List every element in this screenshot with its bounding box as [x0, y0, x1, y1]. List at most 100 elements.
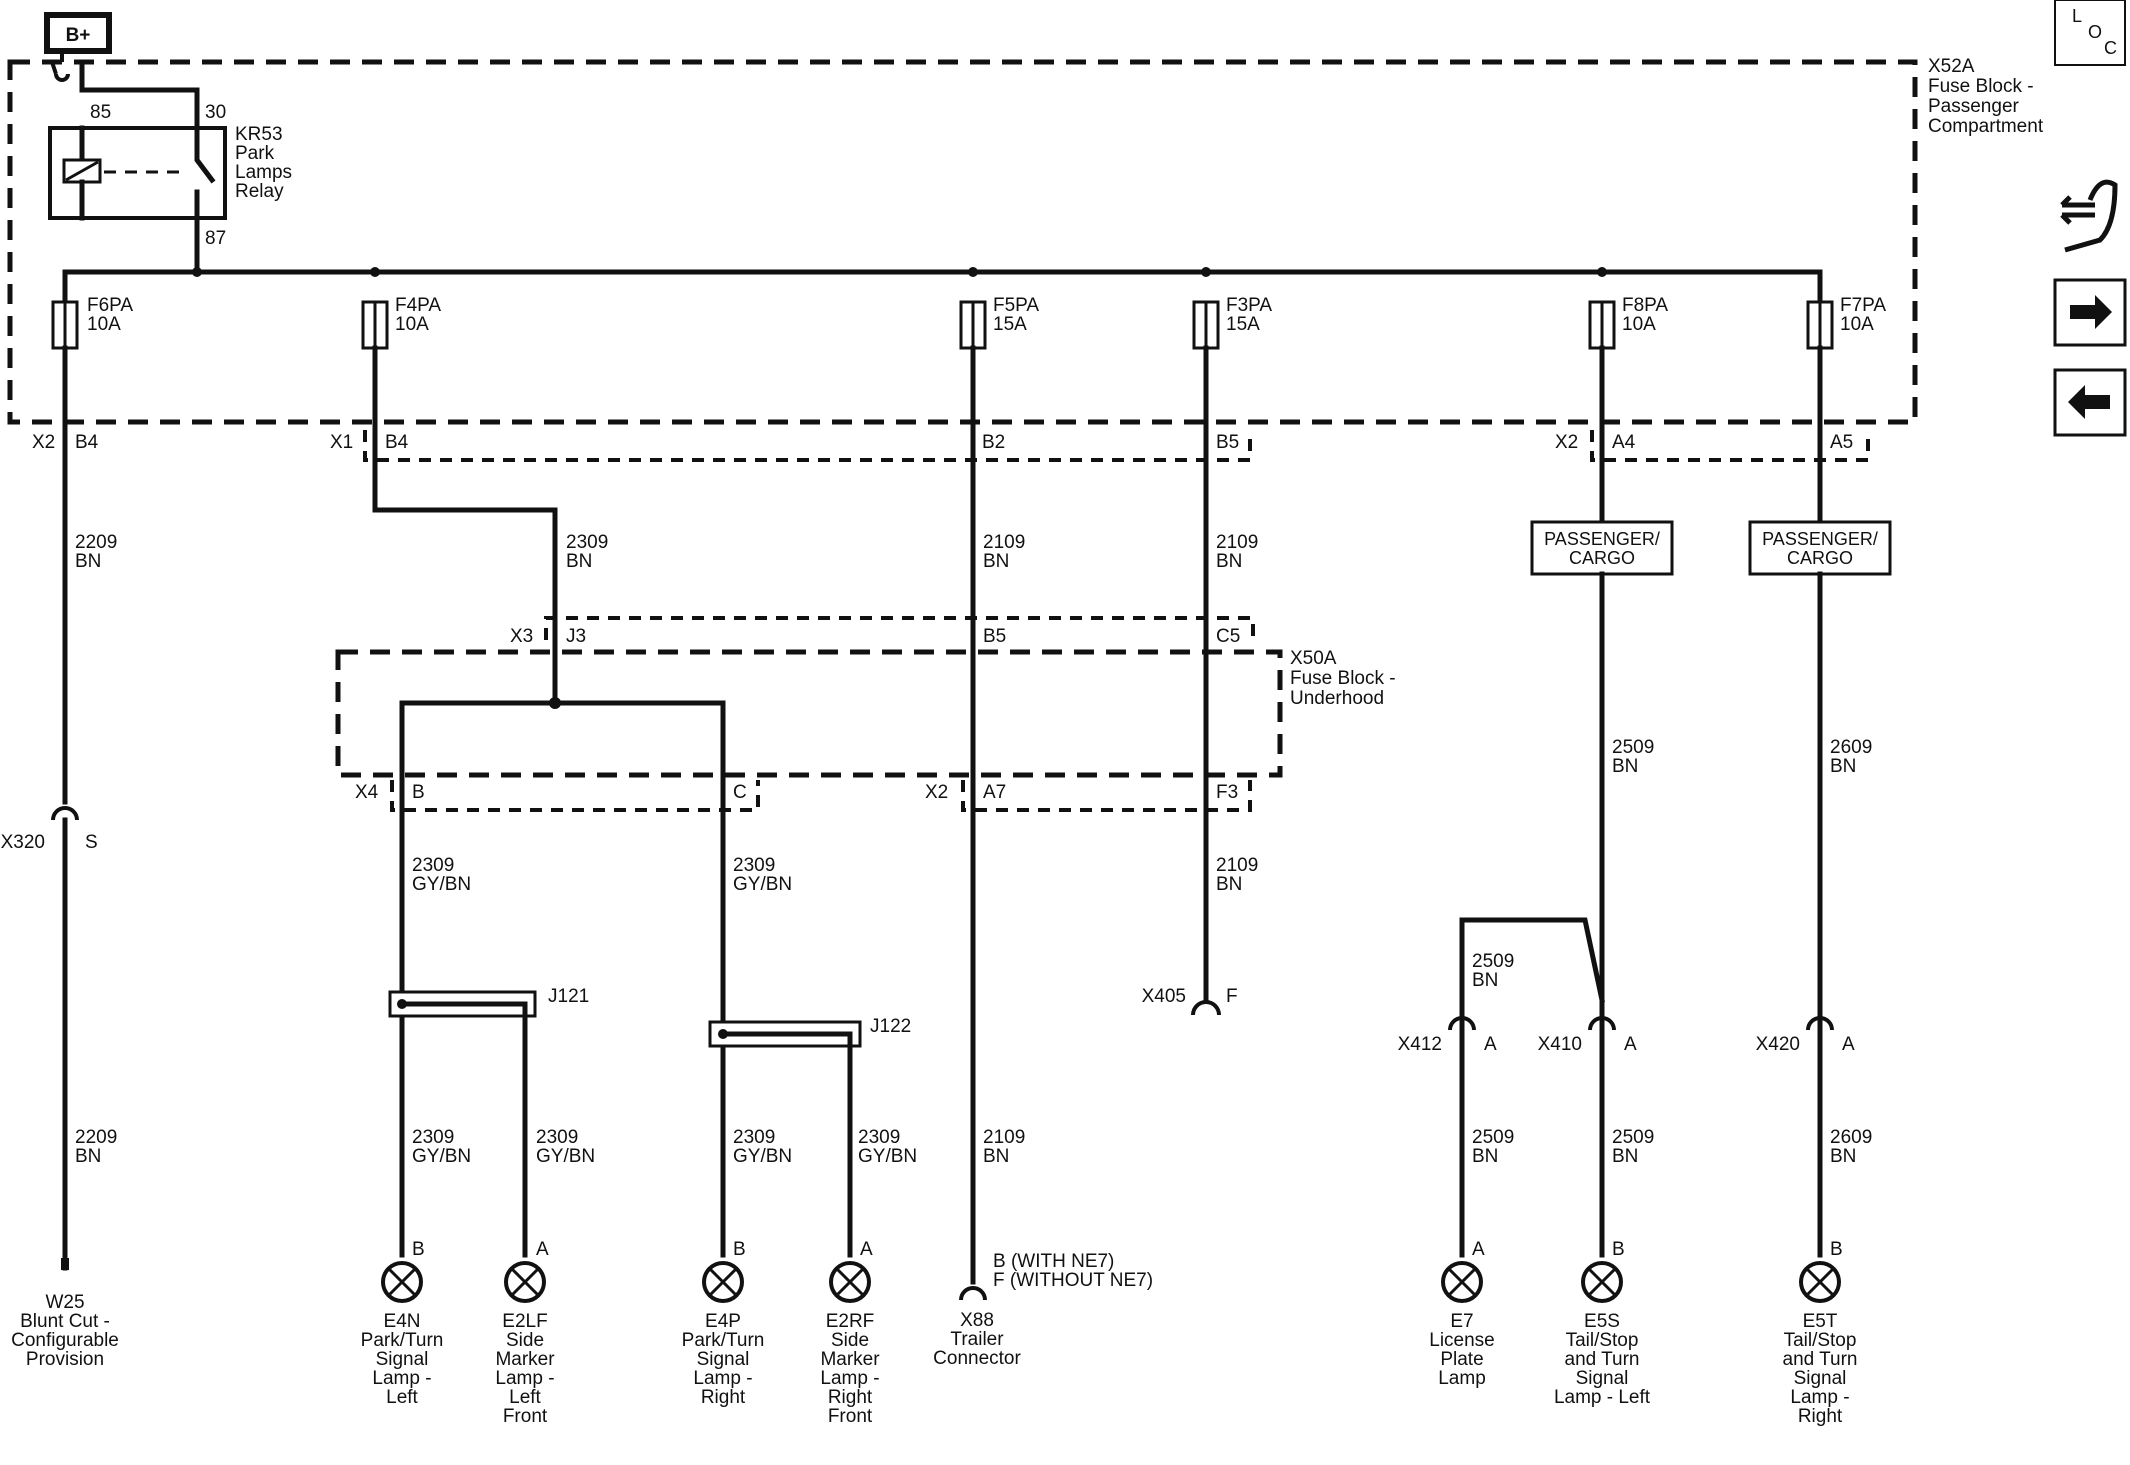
svg-text:BN: BN	[75, 551, 101, 572]
lamp-e2lf-icon	[504, 1261, 546, 1303]
svg-text:B: B	[733, 1239, 746, 1260]
svg-text:2309: 2309	[733, 1127, 775, 1148]
svg-text:X52A: X52A	[1928, 56, 1975, 77]
svg-text:and Turn: and Turn	[1783, 1349, 1858, 1370]
svg-text:X88: X88	[960, 1310, 994, 1331]
relay-pin-30: 30	[205, 102, 226, 123]
svg-text:Signal: Signal	[1576, 1368, 1629, 1389]
component-e4p: E4P Park/Turn Signal Lamp - Right	[682, 1311, 765, 1408]
block-x52a-label: X52A Fuse Block - Passenger Compartment	[1928, 56, 2044, 137]
svg-text:BN: BN	[1472, 970, 1498, 991]
svg-text:2309: 2309	[566, 532, 608, 553]
conn-b: B	[412, 782, 425, 803]
svg-text:Lamp -: Lamp -	[693, 1368, 752, 1389]
svg-text:X405: X405	[1142, 986, 1186, 1007]
svg-text:E5S: E5S	[1584, 1311, 1620, 1332]
svg-text:BN: BN	[1830, 756, 1856, 777]
conn-x1: X1	[330, 432, 353, 453]
svg-text:B: B	[412, 1239, 425, 1260]
conn-b4b: B4	[385, 432, 409, 453]
svg-text:2309: 2309	[733, 855, 775, 876]
conn-c5: C5	[1216, 626, 1240, 647]
relay-pin-87: 87	[205, 228, 226, 249]
svg-text:2109: 2109	[1216, 855, 1258, 876]
svg-text:2209: 2209	[75, 532, 117, 553]
svg-text:GY/BN: GY/BN	[536, 1146, 595, 1167]
svg-text:Blunt Cut -: Blunt Cut -	[20, 1311, 110, 1332]
svg-text:A: A	[860, 1239, 873, 1260]
svg-text:A: A	[1842, 1034, 1855, 1055]
svg-text:2509: 2509	[1472, 951, 1514, 972]
svg-text:2109: 2109	[1216, 532, 1258, 553]
lamp-e4p-icon	[702, 1261, 744, 1303]
lamp-e4n-icon	[381, 1261, 423, 1303]
svg-text:X320: X320	[1, 832, 45, 853]
svg-text:Compartment: Compartment	[1928, 116, 2044, 137]
component-e5t: E5T Tail/Stop and Turn Signal Lamp - Rig…	[1783, 1311, 1858, 1427]
svg-text:BN: BN	[983, 1146, 1009, 1167]
svg-text:Configurable: Configurable	[11, 1330, 119, 1351]
tools-icon[interactable]	[2060, 179, 2118, 253]
svg-text:J122: J122	[870, 1016, 911, 1037]
relay-kr53: 85 30 87 KR53 Park Lamps Relay	[48, 50, 292, 275]
svg-text:Passenger: Passenger	[1928, 96, 2020, 117]
svg-text:Right: Right	[828, 1387, 873, 1408]
svg-text:2309: 2309	[536, 1127, 578, 1148]
relay-label-1: KR53	[235, 124, 283, 145]
svg-text:E2RF: E2RF	[826, 1311, 875, 1332]
svg-text:GY/BN: GY/BN	[412, 874, 471, 895]
svg-text:BN: BN	[1472, 1146, 1498, 1167]
svg-text:PASSENGER/: PASSENGER/	[1544, 529, 1660, 549]
relay-label-3: Lamps	[235, 162, 292, 183]
component-w25: W25 Blunt Cut - Configurable Provision	[11, 1292, 119, 1370]
conn-a4: A4	[1612, 432, 1636, 453]
svg-text:Side: Side	[831, 1330, 869, 1351]
svg-text:GY/BN: GY/BN	[412, 1146, 471, 1167]
conn-a7: A7	[983, 782, 1006, 803]
svg-text:10A: 10A	[1840, 314, 1874, 335]
svg-text:F8PA: F8PA	[1622, 295, 1668, 316]
arrow-right-icon	[2070, 295, 2112, 329]
svg-text:Lamp -: Lamp -	[372, 1368, 431, 1389]
svg-text:J121: J121	[548, 986, 589, 1007]
svg-text:CARGO: CARGO	[1569, 548, 1635, 568]
conn-f3: F3	[1216, 782, 1238, 803]
connector-x88: B (WITH NE7) F (WITHOUT NE7) X88 Trailer…	[933, 1251, 1153, 1369]
passenger-cargo-box-right: PASSENGER/ CARGO	[1748, 520, 1892, 576]
power-label: B+	[66, 25, 91, 46]
svg-text:BN: BN	[983, 551, 1009, 572]
next-page-button[interactable]	[2053, 278, 2127, 347]
svg-text:15A: 15A	[993, 314, 1027, 335]
connector-x410: X410 A	[1538, 1016, 1637, 1258]
svg-text:Front: Front	[828, 1406, 873, 1427]
loc-button[interactable]: L O C	[2054, 0, 2126, 66]
svg-text:E2LF: E2LF	[502, 1311, 547, 1332]
svg-text:Lamp: Lamp	[1438, 1368, 1486, 1389]
svg-text:GY/BN: GY/BN	[733, 874, 792, 895]
connector-x405: X405 F	[1142, 986, 1238, 1016]
component-e2rf: E2RF Side Marker Lamp - Right Front	[820, 1311, 880, 1427]
svg-text:2609: 2609	[1830, 737, 1872, 758]
svg-text:A: A	[536, 1239, 549, 1260]
svg-text:Lamp - Left: Lamp - Left	[1554, 1387, 1651, 1408]
svg-text:and Turn: and Turn	[1565, 1349, 1640, 1370]
svg-text:BN: BN	[566, 551, 592, 572]
svg-text:Right: Right	[1798, 1406, 1843, 1427]
svg-text:X50A: X50A	[1290, 648, 1337, 669]
svg-text:2309: 2309	[412, 855, 454, 876]
svg-text:15A: 15A	[1226, 314, 1260, 335]
svg-text:Provision: Provision	[26, 1349, 104, 1370]
connector-x320: X320 S	[1, 806, 98, 1271]
relay-pin-85: 85	[90, 102, 111, 123]
conn-b5b: B5	[983, 626, 1006, 647]
svg-text:Trailer: Trailer	[950, 1329, 1004, 1350]
conn-b5: B5	[1216, 432, 1239, 453]
prev-page-button[interactable]	[2053, 368, 2127, 437]
lamp-e5s-icon	[1581, 1261, 1623, 1303]
passenger-cargo-box-left: PASSENGER/ CARGO	[1530, 520, 1674, 576]
svg-text:Underhood: Underhood	[1290, 688, 1384, 709]
svg-text:License: License	[1429, 1330, 1495, 1351]
